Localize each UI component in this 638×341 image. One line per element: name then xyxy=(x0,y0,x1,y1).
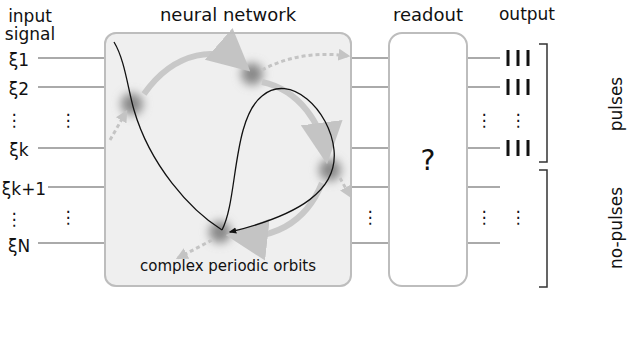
ellipsis: ⋮ xyxy=(510,111,527,129)
signal-name: ξ1 xyxy=(9,51,29,69)
signal-name: ξN xyxy=(8,237,30,255)
ellipsis: ⋮ xyxy=(6,111,23,129)
signal-name: ξk+1 xyxy=(2,180,46,198)
axis-title: input signal xyxy=(1,7,59,43)
connector-line xyxy=(352,57,388,59)
ellipsis: ⋮ xyxy=(6,210,23,228)
ellipsis: ⋮ xyxy=(510,208,527,226)
signal-name: ξ2 xyxy=(9,80,29,98)
pulse-bars xyxy=(508,50,528,156)
ellipsis: ⋮ xyxy=(60,111,77,129)
box-heading: readout xyxy=(393,4,463,25)
orbit-illustration xyxy=(110,42,350,258)
readout-box: readout? xyxy=(388,32,468,287)
axis-title: output xyxy=(499,5,555,23)
box-text: ? xyxy=(421,143,436,176)
connector-line xyxy=(352,86,388,88)
box-text: complex periodic orbits xyxy=(140,257,316,275)
ellipsis: ⋮ xyxy=(60,208,77,226)
connector-line xyxy=(352,186,388,188)
brackets xyxy=(539,44,547,287)
bracket-label: pulses xyxy=(607,77,625,131)
network-box: neural networkcomplex periodic orbits xyxy=(104,32,352,287)
connector-line xyxy=(352,147,388,149)
network-fill xyxy=(104,32,352,287)
bracket-label: no-pulses xyxy=(607,187,625,269)
signal-name: ξk xyxy=(9,141,28,159)
input-lines xyxy=(38,58,104,243)
ellipsis: ⋮ xyxy=(476,111,493,129)
ellipsis: ⋮ xyxy=(476,208,493,226)
connector-line xyxy=(352,242,388,244)
box-heading: neural network xyxy=(160,4,296,25)
output-lines xyxy=(468,58,500,243)
ellipsis: ⋮ xyxy=(362,208,379,226)
